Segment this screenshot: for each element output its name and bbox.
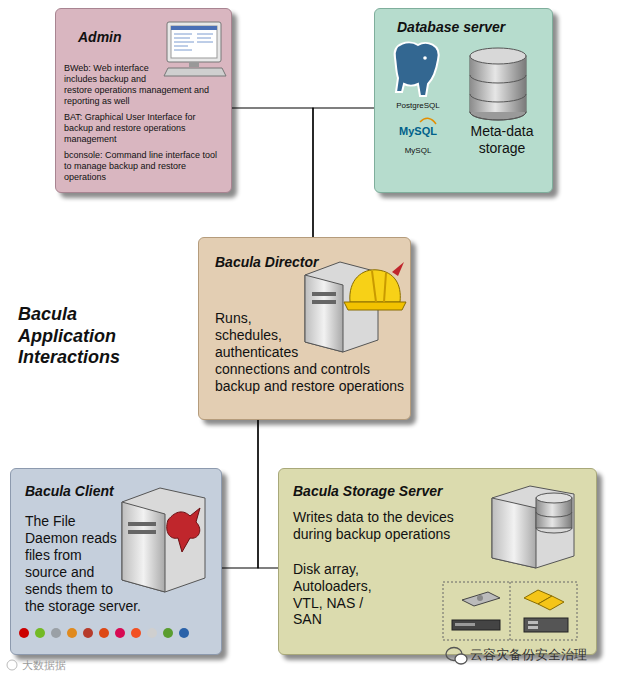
client-box: Bacula ClientThe File Daemon reads files… [10,468,222,655]
node-heading: Bacula Client [25,483,175,500]
node-heading: Bacula Storage Server [293,483,543,500]
director-box: Bacula DirectorRuns, schedules, authenti… [198,237,411,420]
mysql-dolphin [420,118,436,124]
node-heading: Admin [78,29,198,46]
connector-line [258,420,278,568]
icon-space [127,513,219,593]
node-heading: Database server [397,19,547,36]
database-cylinder [470,48,526,120]
text-column: BWeb: Web interface includes backup and … [64,63,226,188]
text-column: Runs, schedules, authenticates connectio… [215,310,407,395]
node-text: Writes data to the devices during backup… [293,509,489,543]
database-box: Database serverPostgreSQLMySQLMySQLMeta-… [374,8,553,193]
device-panel [443,582,577,640]
icon-space [313,310,407,348]
client-server-icon [122,488,205,592]
node-text: BWeb: Web interface includes backup and … [64,63,226,107]
text-column: The File Daemon reads files from source … [25,513,219,615]
storage-server-icon [492,486,574,568]
node-text: Meta-data storage [455,123,549,157]
wechat-icon [7,648,467,671]
icon-space [166,63,226,77]
monitor-icon [164,22,226,76]
diagram-title: Bacula Application Interactions [18,304,153,369]
watermark: 大数据据 [22,658,102,673]
admin-box: AdminBWeb: Web interface includes backup… [55,8,232,193]
watermark: 云容灾备份安全治理 [470,646,620,664]
os-logos [19,628,189,638]
node-text: MySQL [385,125,451,138]
director-server-icon [305,262,406,352]
node-text: The File Daemon reads files from source … [25,513,219,615]
connector-line [232,108,313,237]
node-heading: Bacula Director [215,254,365,271]
node-text: MySQL [379,146,457,156]
connector-line [313,108,374,237]
postgresql-logo [395,43,439,96]
node-text: BAT: Graphical User Interface for backup… [64,112,226,145]
node-text: bconsole: Command line interface tool to… [64,150,226,183]
connector-line [222,420,258,568]
node-text: Disk array, Autoloaders, VTL, NAS / SAN [293,561,383,628]
storage-box: Bacula Storage ServerWrites data to the … [278,468,597,655]
node-text: Runs, schedules, authenticates connectio… [215,310,407,395]
node-text: PostgreSQL [379,101,457,111]
